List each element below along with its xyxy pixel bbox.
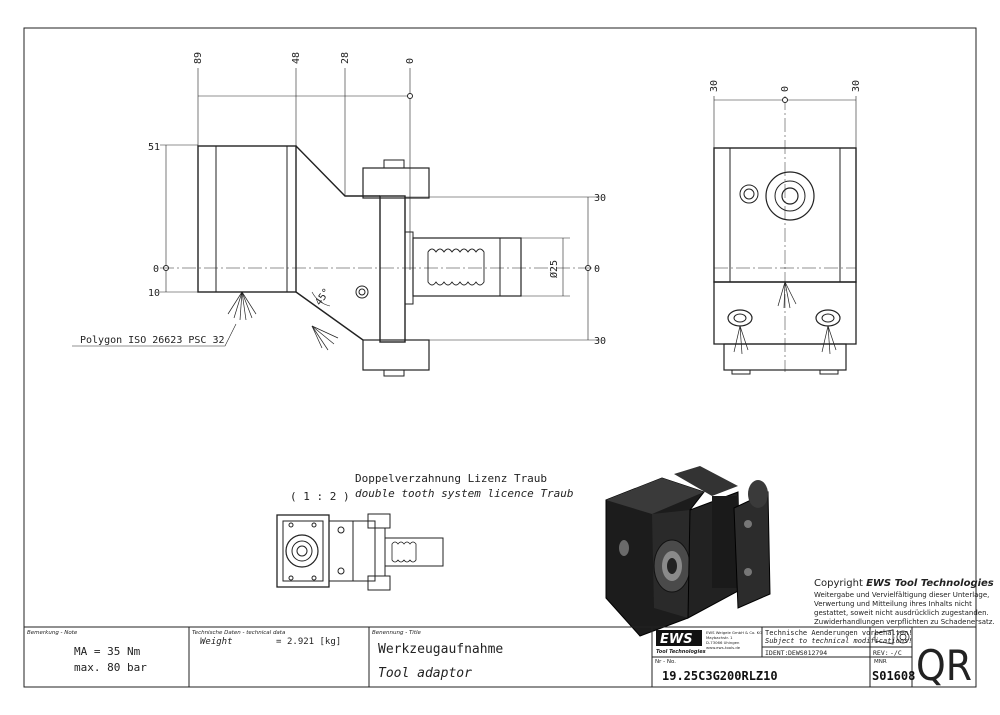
weight-value: 2.921 [kg] bbox=[287, 637, 341, 647]
dim-right-30-top: 30 bbox=[594, 193, 606, 204]
name-english: Tool adaptor bbox=[378, 666, 472, 681]
dim-top-28: 28 bbox=[340, 52, 351, 64]
copyright-heading: Copyright EWS Tool Technologies bbox=[814, 578, 994, 589]
part-no-header: Nr - No. bbox=[655, 659, 676, 665]
copyright-line-3: gestattet, soweit nicht ausdrücklich zug… bbox=[814, 609, 989, 617]
dim-right-0: 0 bbox=[594, 264, 600, 275]
dim-left-10: 10 bbox=[148, 288, 160, 299]
diameter-label: Ø25 bbox=[548, 260, 560, 278]
side-dim-30-right: 30 bbox=[851, 80, 862, 92]
weight-equals: = bbox=[276, 637, 282, 647]
front-view bbox=[72, 68, 600, 377]
company-line-4: www.ews-tools.de bbox=[706, 645, 741, 650]
name-german: Werkzeugaufnahme bbox=[378, 642, 503, 657]
dim-top-48: 48 bbox=[291, 52, 302, 64]
detail-scale: ( 1 : 2 ) bbox=[290, 490, 350, 503]
detail-title-de: Doppelverzahnung Lizenz Traub bbox=[355, 472, 547, 485]
isometric-render bbox=[605, 466, 771, 637]
copyright-line-2: Verwertung und Mitteilung ihres Inhalts … bbox=[814, 600, 972, 608]
remark-header: Bemerkung - Note bbox=[27, 630, 78, 636]
detail-title-en: double tooth system licence Traub bbox=[355, 487, 574, 500]
tech-data-header: Technische Daten - technical data bbox=[192, 630, 286, 636]
mnr-value: S01608 bbox=[872, 669, 915, 683]
change-notice-en: Subject to technical modifications! bbox=[765, 637, 913, 645]
copyright-line-4: Zuwiderhandlungen verpflichten zu Schade… bbox=[814, 618, 995, 626]
qr-code-label: QR bbox=[916, 641, 972, 690]
ident-label: IDENT: bbox=[765, 649, 788, 657]
title-block-grid bbox=[24, 626, 976, 687]
svg-text:Tool Technologies: Tool Technologies bbox=[656, 649, 706, 655]
side-view bbox=[713, 96, 857, 375]
ews-logo: EWS Tool Technologies bbox=[656, 630, 706, 655]
detail-view bbox=[276, 513, 444, 591]
company-line-3: D-73066 Uhingen bbox=[706, 640, 740, 645]
ident-value: DEWS012794 bbox=[788, 649, 827, 657]
drawing-frame bbox=[23, 27, 977, 688]
side-dim-0: 0 bbox=[780, 86, 791, 92]
dim-right-30-bottom: 30 bbox=[594, 336, 606, 347]
company-line-1: EWS Weigele GmbH & Co. KG bbox=[706, 630, 762, 635]
part-number: 19.25C3G200RLZ10 bbox=[662, 669, 778, 683]
svg-text:EWS: EWS bbox=[660, 632, 693, 647]
weight-label: Weight bbox=[200, 637, 233, 647]
name-header: Benennung - Title bbox=[372, 630, 422, 636]
dim-left-51: 51 bbox=[148, 142, 160, 153]
rev-label: REV: bbox=[873, 649, 889, 657]
remark-torque: MA = 35 Nm bbox=[74, 645, 141, 658]
mnr-header: MNR bbox=[874, 659, 887, 665]
copyright-line-1: Weitergabe und Vervielfältigung dieser U… bbox=[814, 591, 989, 599]
dim-top-89: 89 bbox=[193, 52, 204, 64]
rev-value: -/C bbox=[890, 649, 902, 657]
projection-symbol-icon bbox=[874, 629, 910, 645]
change-notice-de: Technische Aenderungen vorbehalten! bbox=[765, 629, 913, 637]
company-line-2: Maybachstr. 1 bbox=[706, 635, 733, 640]
dim-left-0: 0 bbox=[153, 264, 159, 275]
polygon-label: Polygon ISO 26623 PSC 32 bbox=[80, 335, 225, 346]
dim-top-0: 0 bbox=[405, 58, 416, 64]
remark-pressure: max. 80 bar bbox=[74, 661, 147, 674]
angle-label: 45° bbox=[313, 287, 332, 308]
side-dim-30-left: 30 bbox=[709, 80, 720, 92]
